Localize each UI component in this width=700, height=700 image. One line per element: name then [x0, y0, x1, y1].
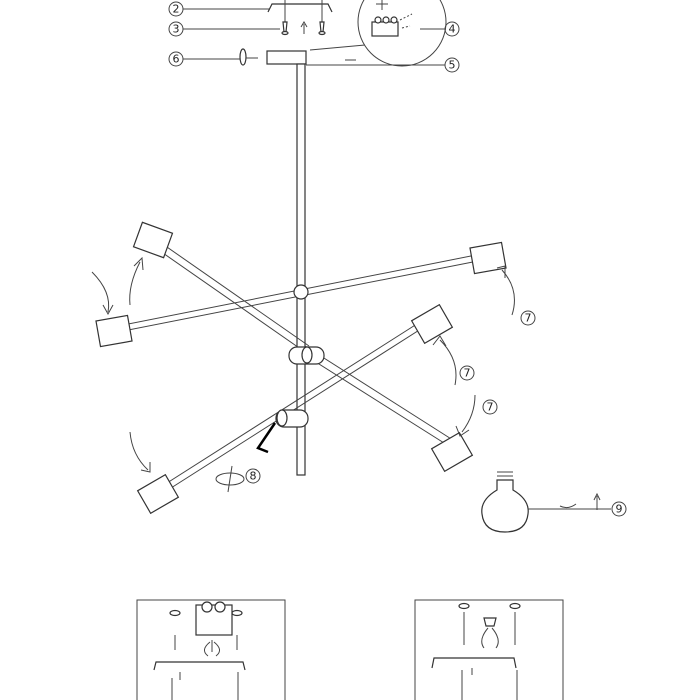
- terminal-block-icon: [309, 0, 447, 67]
- svg-text:7: 7: [464, 367, 471, 380]
- callout-9: 9: [611, 501, 627, 517]
- mounting-detail-icon: [414, 599, 564, 700]
- light-bulb-icon: [481, 471, 611, 533]
- rotate-icon: [215, 465, 245, 493]
- side-screw-icon: [239, 48, 356, 66]
- mounting-detail-icon: [136, 599, 286, 700]
- allen-key-icon: [256, 422, 277, 454]
- svg-text:3: 3: [173, 23, 180, 36]
- svg-text:7: 7: [487, 401, 494, 414]
- callout-2: 2: [168, 1, 280, 17]
- svg-text:4: 4: [449, 23, 456, 36]
- svg-text:5: 5: [449, 59, 456, 72]
- ceiling-bracket-icon: [267, 0, 333, 30]
- svg-text:9: 9: [616, 503, 623, 516]
- lamp-socket: [132, 221, 174, 259]
- svg-text:6: 6: [173, 53, 180, 66]
- lamp-socket: [136, 473, 180, 515]
- callout-3: 3: [168, 21, 280, 37]
- svg-text:7: 7: [525, 312, 532, 325]
- hub-joint: [293, 284, 309, 300]
- rotate-arrow-icon: [91, 256, 515, 473]
- callout-8: 8: [245, 468, 261, 484]
- screw-icon: [281, 21, 326, 36]
- svg-text:2: 2: [173, 3, 180, 16]
- callout-7: 7 7 7: [459, 310, 536, 415]
- lamp-socket: [410, 303, 454, 345]
- lamp-socket: [469, 241, 507, 275]
- lamp-socket: [95, 314, 133, 348]
- center-rod: [296, 63, 306, 476]
- callout-5: 5: [306, 57, 460, 73]
- callout-4: 4: [420, 21, 460, 37]
- svg-text:8: 8: [250, 470, 257, 483]
- callout-6: 6: [168, 51, 240, 67]
- lamp-socket: [430, 431, 474, 473]
- canopy: [266, 50, 307, 65]
